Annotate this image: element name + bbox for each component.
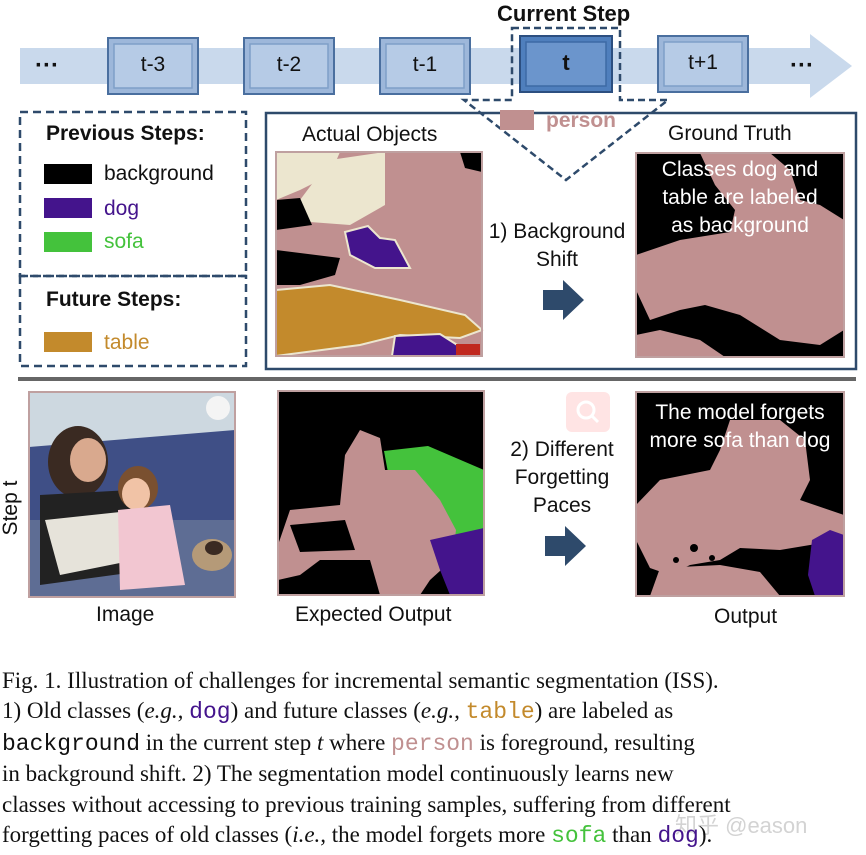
legend-previous-title: Previous Steps: bbox=[46, 122, 205, 145]
ground-truth-overlay-line3: as background bbox=[671, 214, 809, 237]
watermark-text: 知乎 @eason bbox=[675, 813, 808, 838]
caption-eg: e.g., bbox=[144, 698, 184, 724]
caption-text: than bbox=[606, 822, 658, 848]
caption-ie: i.e., bbox=[292, 822, 327, 848]
step-t-label: Step t bbox=[0, 480, 22, 536]
swatch-sofa bbox=[44, 232, 92, 252]
step2-label: 2) Different Forgetting Paces bbox=[492, 436, 632, 520]
legend-dog-label: dog bbox=[104, 197, 140, 220]
person-label: person bbox=[546, 109, 617, 132]
caption-line-2: 1) Old classes (e.g., dog) and future cl… bbox=[2, 696, 862, 727]
step-box-t-2 bbox=[243, 37, 335, 95]
swatch-dog bbox=[44, 198, 92, 218]
caption-eg-2: e.g., bbox=[420, 698, 460, 724]
caption-text: forgetting paces of old classes ( bbox=[2, 822, 293, 848]
caption-background: background bbox=[2, 730, 141, 757]
output-overlay-line2: more sofa than dog bbox=[649, 429, 831, 452]
step1-arrow bbox=[543, 280, 584, 320]
model-output-map bbox=[635, 391, 845, 597]
swatch-background bbox=[44, 164, 92, 184]
swatch-person bbox=[500, 110, 534, 130]
ground-truth-label: Ground Truth bbox=[668, 122, 792, 145]
legend-background-label: background bbox=[104, 162, 214, 185]
caption-table: table bbox=[465, 699, 535, 726]
step1-label: 1) Background Shift bbox=[480, 218, 634, 274]
legend-future-box bbox=[18, 274, 248, 368]
step-label-t-3: t-3 bbox=[140, 53, 166, 76]
swatch-table bbox=[44, 332, 92, 352]
step-box-t-1 bbox=[379, 37, 471, 95]
watermark-search-badge bbox=[566, 392, 610, 432]
caption-text: is foreground, resulting bbox=[473, 729, 695, 755]
caption-text: ). bbox=[698, 822, 713, 848]
step-box-t+1 bbox=[657, 35, 749, 93]
caption-dog-2: dog bbox=[657, 823, 699, 850]
step2-label-line2: Forgetting bbox=[514, 466, 610, 489]
caption-dog: dog bbox=[189, 699, 231, 726]
caption-text: where bbox=[323, 729, 392, 755]
caption-line-6: forgetting paces of old classes (i.e., t… bbox=[2, 820, 862, 851]
step-label-t: t bbox=[562, 50, 570, 75]
step-label-t-2: t-2 bbox=[276, 53, 302, 76]
output-label: Output bbox=[714, 605, 778, 628]
legend-sofa-label: sofa bbox=[104, 230, 144, 253]
step-label-t-1: t-1 bbox=[412, 53, 438, 76]
caption-person: person bbox=[391, 730, 474, 757]
top-panel-frame bbox=[264, 111, 858, 371]
divider-line bbox=[18, 377, 856, 381]
caption-text: ) and future classes ( bbox=[230, 698, 421, 724]
left-ellipsis: ··· bbox=[35, 52, 59, 79]
caption-text: the model forgets more bbox=[326, 822, 552, 848]
expected-output-label: Expected Output bbox=[295, 603, 452, 626]
actual-objects-label: Actual Objects bbox=[302, 123, 438, 146]
output-overlay: The model forgets more sofa than dog bbox=[636, 399, 844, 455]
step2-label-line3: Paces bbox=[532, 494, 592, 517]
step2-label-line1: 2) Different bbox=[510, 438, 614, 461]
current-step-down-arrow bbox=[460, 26, 672, 182]
ground-truth-overlay-line2: table are labeled bbox=[662, 186, 818, 209]
step1-label-line1: 1) Background bbox=[488, 220, 626, 243]
current-step-label: Current Step bbox=[497, 1, 631, 26]
caption-text: in the current step bbox=[140, 729, 317, 755]
step-box-t-current bbox=[519, 35, 613, 93]
input-image bbox=[28, 391, 236, 598]
caption-text: 1) Old classes ( bbox=[2, 698, 145, 724]
caption-line-5: classes without accessing to previous tr… bbox=[2, 791, 731, 817]
step-label-t+1: t+1 bbox=[688, 51, 718, 74]
figure-caption: Fig. 1. Illustration of challenges for i… bbox=[2, 666, 862, 851]
right-ellipsis: ··· bbox=[790, 52, 814, 79]
legend-future-title: Future Steps: bbox=[46, 288, 182, 311]
step2-arrow bbox=[545, 526, 586, 566]
step-box-t-3 bbox=[107, 37, 199, 95]
caption-text: ) are labeled as bbox=[534, 698, 674, 724]
caption-sofa: sofa bbox=[551, 823, 607, 850]
legend-table-label: table bbox=[104, 331, 150, 354]
caption-line-4: in background shift. 2) The segmentation… bbox=[2, 761, 674, 787]
image-label: Image bbox=[96, 603, 155, 626]
ground-truth-overlay-line1: Classes dog and bbox=[661, 158, 819, 181]
caption-line-1: Fig. 1. Illustration of challenges for i… bbox=[2, 668, 719, 693]
caption-t: t bbox=[316, 729, 324, 755]
expected-output-map bbox=[277, 390, 485, 596]
figure-graphics bbox=[18, 26, 858, 598]
ground-truth-map bbox=[635, 152, 845, 358]
actual-objects-map bbox=[275, 151, 484, 358]
caption-line-3: background in the current step t where p… bbox=[2, 728, 862, 759]
output-overlay-line1: The model forgets bbox=[655, 401, 825, 424]
ground-truth-overlay: Classes dog and table are labeled as bac… bbox=[636, 156, 844, 240]
magnifier-icon bbox=[576, 400, 600, 424]
step1-label-line2: Shift bbox=[535, 248, 579, 271]
